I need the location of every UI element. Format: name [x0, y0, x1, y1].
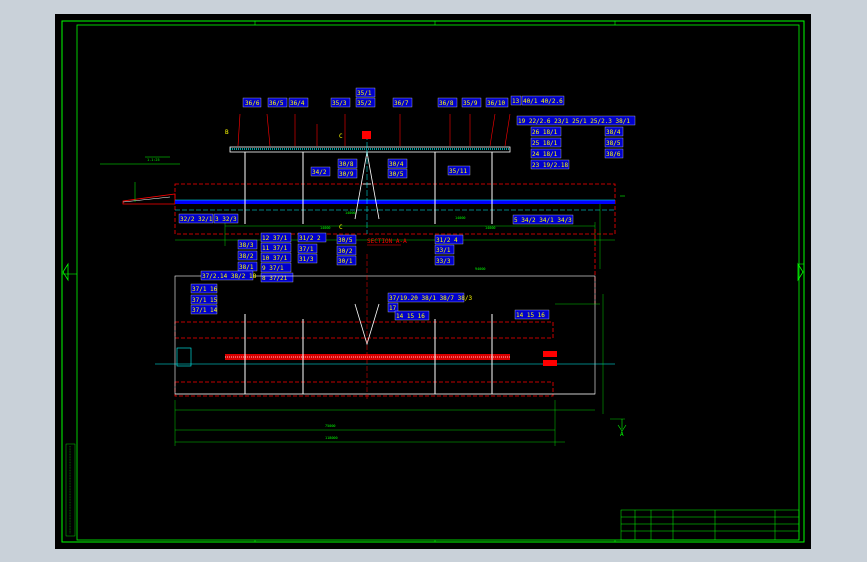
label-36-4: 36/4	[290, 100, 305, 107]
title-block	[620, 509, 800, 541]
view-mark-b: B	[225, 129, 229, 136]
label-38-2: 38/2	[239, 253, 254, 260]
label-35-3: 35/3	[332, 100, 347, 107]
plan-columns	[244, 314, 493, 394]
label-34-2: 34/2	[312, 169, 327, 176]
label-31-2-4: 31/2 4	[436, 237, 458, 244]
strut-red-marker	[362, 131, 371, 139]
label-36-5: 36/5	[269, 100, 284, 107]
label-9-37: 9 37/1	[262, 265, 284, 272]
label-36-7: 36/7	[394, 100, 409, 107]
labels-right: 19 22/2.6 23/1 25/1 25/2.3 38/1 26 18/1 …	[516, 115, 636, 170]
view-mark-c: C	[339, 133, 343, 140]
label-37-1: 37/1	[299, 246, 314, 253]
label-plan-37-19: 37/19.20 38/1 38/7 38/3	[389, 295, 472, 302]
label-plan-37-2: 37/2.14 38/2 18	[202, 273, 257, 280]
svg-text:14000: 14000	[345, 211, 356, 215]
labels-lower-left: 12 37/1 11 37/1 10 37/1 9 37/1 8 37/21 3…	[237, 232, 464, 283]
inner-frame	[76, 24, 800, 541]
frame-ticks	[62, 21, 804, 542]
label-30-5: 30/5	[389, 171, 404, 178]
plan-left-pier	[176, 347, 192, 367]
label-30-8: 30/8	[339, 161, 354, 168]
label-30-2: 30/2	[338, 248, 353, 255]
label-32-3: 3 32/3	[215, 216, 237, 223]
cad-drawing: 1.1:25 14000 14000 14000 14000 3	[61, 20, 805, 543]
label-34-234: 5 34/2 34/1 34/3	[514, 217, 572, 224]
labels-row-low: 32/2 32/1 3 32/3 5 34/2 34/1 34/3	[178, 213, 574, 225]
plan-right-tags	[543, 351, 557, 366]
label-38-6: 38/6	[606, 151, 621, 158]
label-40: 40/1 40/2.6	[523, 98, 563, 105]
label-plan-37-1-16: 37/1 16	[192, 286, 218, 293]
label-8-37: 8 37/21	[262, 275, 288, 282]
label-30-1: 30/1	[338, 258, 353, 265]
cad-viewport[interactable]: 1.1:25 14000 14000 14000 14000 3	[55, 14, 811, 549]
label-plan-17: 17	[389, 305, 397, 312]
svg-text:94000: 94000	[475, 267, 486, 271]
label-plan-37-1-14: 37/1 14	[192, 307, 218, 314]
labels-plan-right: 14 15 16	[514, 309, 550, 320]
ramp-left: 1.1:25	[100, 156, 180, 205]
svg-text:118000: 118000	[325, 436, 338, 440]
label-31-2-2: 31/2 2	[299, 235, 321, 242]
plan-outline	[174, 275, 596, 395]
label-36-8: 36/8	[439, 100, 454, 107]
svg-text:14000: 14000	[455, 216, 466, 220]
label-38-1: 38/1	[239, 264, 254, 271]
labels-plan-mid: 37/19.20 38/1 38/7 38/3 17 14 15 16	[387, 292, 472, 321]
label-26-18: 26 18/1	[532, 129, 558, 136]
top-leaders	[237, 113, 511, 147]
label-35-11: 35/11	[449, 168, 467, 175]
svg-text:1.1:25: 1.1:25	[147, 158, 160, 162]
label-36-6: 36/6	[245, 100, 260, 107]
label-33-1: 33/1	[436, 247, 451, 254]
label-24-18: 24 18/1	[532, 151, 558, 158]
view-mark-c2: C	[339, 224, 343, 231]
plan-center-strut	[354, 303, 380, 346]
label-35-1: 35/1	[357, 90, 372, 97]
label-30-4: 30/4	[389, 161, 404, 168]
section-title: SECTION A-A	[367, 238, 407, 245]
label-36-10: 36/10	[487, 100, 505, 107]
label-25-18: 25 18/1	[532, 140, 558, 147]
label-33-3: 33/3	[436, 258, 451, 265]
view-mark-a: A	[620, 431, 624, 438]
outer-frame	[61, 20, 805, 543]
label-13: 13	[512, 98, 520, 105]
label-plan-14-15-16: 14 15 16	[396, 313, 425, 320]
label-11-37: 11 37/1	[262, 245, 288, 252]
plan-dims	[174, 294, 625, 446]
label-10-37: 10 37/1	[262, 255, 288, 262]
label-35-9: 35/9	[463, 100, 478, 107]
deck-upper-steel	[175, 200, 615, 204]
section-arrow-a	[617, 419, 627, 432]
labels-mid-upper: 34/2 30/8 30/9 30/4 30/5 35/11	[310, 158, 471, 179]
labels-plan-left: 37/2.14 38/2 18 37/1 16 37/1 15 37/1 14	[190, 270, 257, 315]
svg-text:14000: 14000	[485, 226, 496, 230]
label-32-2: 32/2 32/1	[180, 216, 213, 223]
label-38-3: 38/3	[239, 242, 254, 249]
elevation-envelope	[174, 183, 616, 235]
svg-text:75000: 75000	[325, 424, 336, 428]
label-plan-37-1-15: 37/1 15	[192, 297, 218, 304]
labels-top: 36/6 36/5 36/4 35/3 35/2 35/1 36/7 36/8 …	[242, 87, 565, 108]
label-12-37: 12 37/1	[262, 235, 288, 242]
label-31-3: 31/3	[299, 256, 314, 263]
elevation-columns	[244, 152, 493, 224]
label-30-9: 30/9	[339, 171, 354, 178]
side-stamp-strip	[65, 443, 76, 537]
label-right-row1: 19 22/2.6 23/1 25/1 25/2.3 38/1	[518, 118, 630, 125]
svg-text:14000: 14000	[320, 226, 331, 230]
label-30-5b: 30/5	[338, 237, 353, 244]
label-plan-right-14-15-16: 14 15 16	[516, 312, 545, 319]
label-35-2: 35/2	[357, 100, 372, 107]
label-38-5: 38/5	[606, 140, 621, 147]
label-23-19: 23 19/2.18	[532, 162, 569, 169]
frame-arrows	[62, 262, 804, 282]
label-38-4: 38/4	[606, 129, 621, 136]
